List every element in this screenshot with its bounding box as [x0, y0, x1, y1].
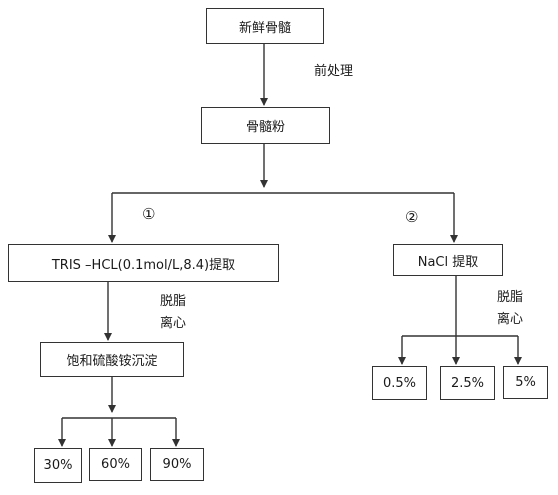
- result-30-percent: 30%: [34, 448, 82, 483]
- node-nacl-extraction: NaCl 提取: [393, 244, 503, 276]
- label-centrifuge-left: 离心: [160, 316, 187, 331]
- label-centrifuge-right: 离心: [497, 312, 524, 327]
- label-branch-1: ①: [142, 205, 156, 223]
- node-tris-extraction: TRIS –HCL(0.1mol/L,8.4)提取: [8, 244, 279, 282]
- result-60-percent: 60%: [89, 448, 142, 481]
- result-90-percent: 90%: [150, 448, 204, 481]
- label-branch-2: ②: [405, 208, 419, 226]
- label-degrease-right: 脱脂: [497, 290, 524, 305]
- node-fresh-bone-marrow: 新鲜骨髓: [206, 8, 324, 44]
- label-degrease-left: 脱脂: [160, 294, 187, 309]
- node-bone-marrow-powder: 骨髓粉: [201, 107, 330, 144]
- result-5-percent: 5%: [503, 366, 548, 399]
- node-ammonium-sulfate-precipitation: 饱和硫酸铵沉淀: [40, 342, 184, 377]
- label-pretreatment: 前处理: [314, 64, 354, 79]
- result-2-5-percent: 2.5%: [440, 366, 495, 400]
- result-0-5-percent: 0.5%: [372, 366, 427, 400]
